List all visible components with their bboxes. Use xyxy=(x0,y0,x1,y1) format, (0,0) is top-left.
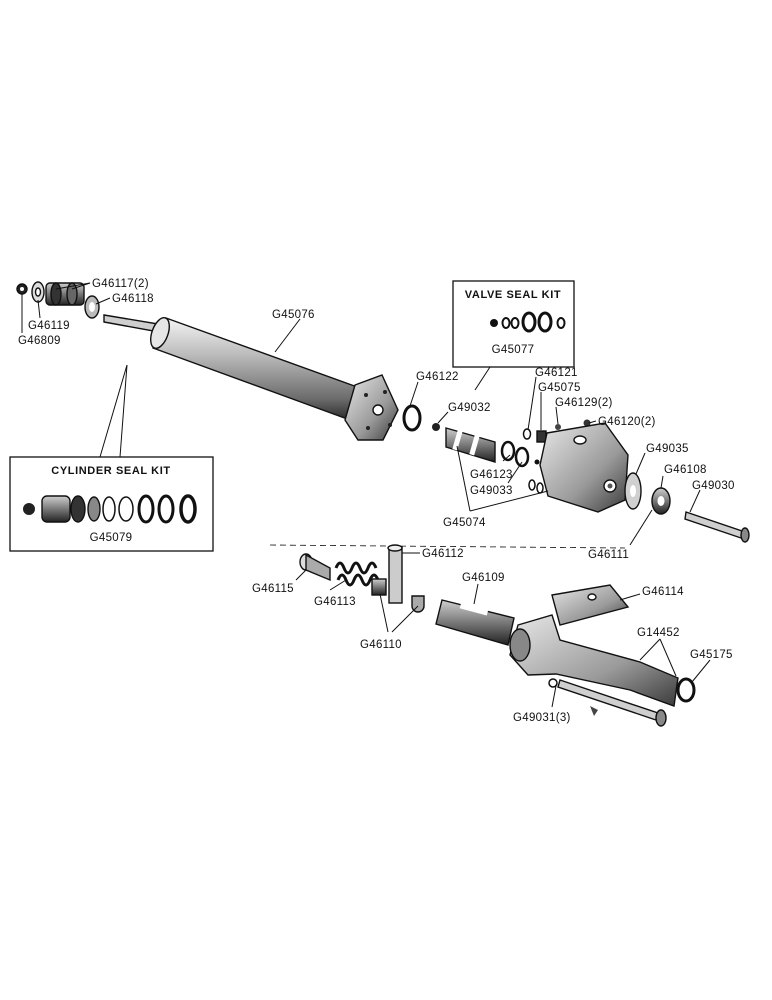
label-g49031: G49031(3) xyxy=(513,712,571,724)
valve-seal-kit-part: G45077 xyxy=(492,344,535,356)
label-g46119: G46119 xyxy=(28,320,70,332)
label-g49033: G49033 xyxy=(470,485,513,497)
bolt-g49030 xyxy=(684,511,750,543)
label-g46122: G46122 xyxy=(416,371,459,383)
label-g46121: G46121 xyxy=(535,367,578,379)
gasket-g49035 xyxy=(624,472,642,510)
housing-g14452 xyxy=(509,614,679,707)
spring-g46113 xyxy=(334,561,380,587)
valve-seal-kit-box: VALVE SEAL KIT G45077 xyxy=(452,280,575,368)
bolt-g49031 xyxy=(548,678,667,727)
label-g45175: G45175 xyxy=(690,649,733,661)
small-fittings xyxy=(522,419,591,443)
label-g49035: G49035 xyxy=(646,443,689,455)
washer-g46119 xyxy=(31,281,45,303)
cylinder-tube-g45076 xyxy=(150,317,399,441)
label-g14452: G14452 xyxy=(637,627,680,639)
leader-lines xyxy=(21,282,711,708)
pin-g46112 xyxy=(387,544,403,604)
label-g46120: G46120(2) xyxy=(598,416,656,428)
label-g46809: G46809 xyxy=(18,335,61,347)
spool-g45074 xyxy=(445,427,496,463)
label-g46117: G46117(2) xyxy=(92,278,149,290)
part-labels: G46117(2) G46118 G46119 G46809 G45076 G4… xyxy=(18,278,735,724)
label-g49030: G49030 xyxy=(692,480,735,492)
label-g45074: G45074 xyxy=(443,517,486,529)
o-ring-g46122 xyxy=(402,404,422,432)
label-g46112: G46112 xyxy=(422,548,464,560)
cylinder-seal-kit-title: CYLINDER SEAL KIT xyxy=(51,465,170,477)
label-g46115: G46115 xyxy=(252,583,294,595)
seat-g46110 xyxy=(371,578,425,613)
cylinder-seal-kit-box: CYLINDER SEAL KIT G45079 xyxy=(9,456,214,552)
valve-body xyxy=(539,422,629,513)
label-g46118: G46118 xyxy=(112,293,154,305)
o-rings-g46123 xyxy=(500,440,544,494)
label-g46113: G46113 xyxy=(314,596,356,608)
label-g46111: G46111 xyxy=(588,549,629,561)
label-g49032: G49032 xyxy=(448,402,491,414)
label-g46108: G46108 xyxy=(664,464,707,476)
nut-g46809 xyxy=(16,283,28,295)
label-g46123: G46123 xyxy=(470,469,513,481)
sleeve-g46109 xyxy=(435,599,515,646)
label-g46110: G46110 xyxy=(360,639,402,651)
clip-g45175 xyxy=(676,677,696,703)
cap-g46115 xyxy=(299,553,331,582)
label-g45075: G45075 xyxy=(538,382,581,394)
label-g46109: G46109 xyxy=(462,572,505,584)
cylinder-seal-kit-part: G45079 xyxy=(90,532,133,544)
valve-seal-kit-title: VALVE SEAL KIT xyxy=(465,289,561,301)
label-g46129: G46129(2) xyxy=(555,397,613,409)
piston-g46117 xyxy=(45,282,85,306)
label-g46114: G46114 xyxy=(642,586,684,598)
washer-g49032 xyxy=(432,423,440,431)
label-g45076: G45076 xyxy=(272,309,315,321)
nut-g46108 xyxy=(651,487,671,515)
ring-g46118 xyxy=(84,295,100,319)
cover-g46114 xyxy=(551,584,630,626)
